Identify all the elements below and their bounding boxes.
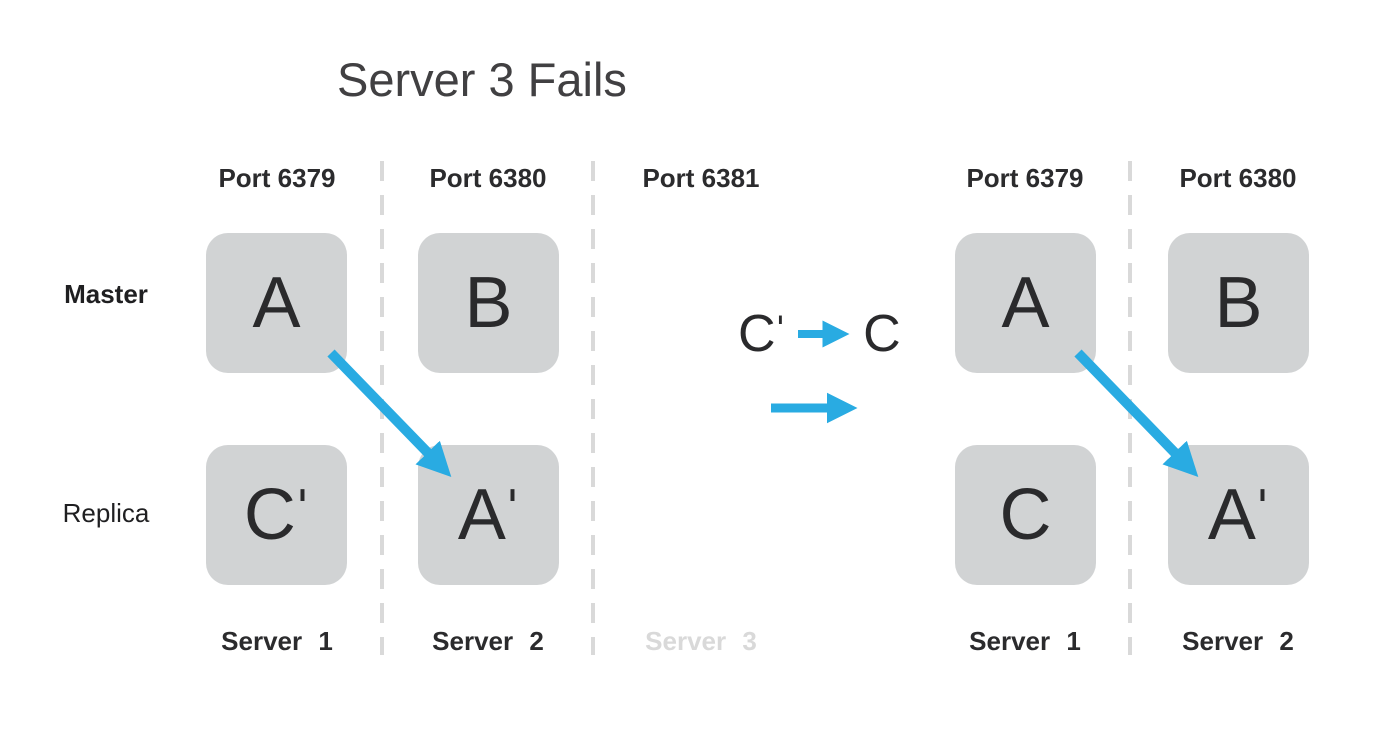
node-left-replica-c-prime: Cˈ (206, 445, 347, 585)
port-label-right-6379: Port 6379 (966, 163, 1084, 193)
transition-to-letter: C (863, 305, 901, 363)
node-right-master-b: B (1168, 233, 1309, 373)
prime-mark: ˈ (1255, 483, 1270, 534)
node-letter: B (1214, 263, 1263, 343)
node-right-replica-c: C (955, 445, 1096, 585)
node-letter: A (1001, 263, 1050, 343)
server-label-right-2: Server 2 (1182, 626, 1294, 656)
row-label-replica: Replica (62, 498, 150, 528)
prime-mark: ˈ (505, 483, 520, 534)
server-label-left-3-failed: Server 3 (645, 626, 757, 656)
row-label-master: Master (64, 279, 148, 309)
replication-arrow-right-icon (1074, 349, 1199, 477)
replication-arrow-left-icon (327, 349, 452, 477)
promotion-transition: Cˈ C (738, 303, 901, 365)
port-label-right-6380: Port 6380 (1179, 163, 1297, 193)
port-label-left-6379: Port 6379 (218, 163, 336, 193)
node-letter: Aˈ (1207, 475, 1270, 555)
node-letter: C (999, 475, 1052, 555)
server-label-left-2: Server 2 (432, 626, 544, 656)
column-separator (591, 161, 595, 655)
server-label-left-1: Server 1 (221, 626, 333, 656)
port-label-left-6380: Port 6380 (429, 163, 547, 193)
state-change-arrow-icon (771, 392, 858, 424)
diagram-title: Server 3 Fails (337, 53, 627, 106)
port-label-left-6381: Port 6381 (642, 163, 760, 193)
promotion-arrow-icon (798, 320, 850, 348)
transition-from-letter: Cˈ (738, 305, 786, 363)
node-right-master-a: A (955, 233, 1096, 373)
server-label-right-1: Server 1 (969, 626, 1081, 656)
node-left-master-b: B (418, 233, 559, 373)
node-letter: A (252, 263, 301, 343)
node-letter: Aˈ (457, 475, 520, 555)
node-left-master-a: A (206, 233, 347, 373)
node-letter: Cˈ (243, 475, 310, 555)
node-letter: B (464, 263, 513, 343)
prime-mark: ˈ (775, 311, 786, 348)
prime-mark: ˈ (295, 483, 310, 534)
